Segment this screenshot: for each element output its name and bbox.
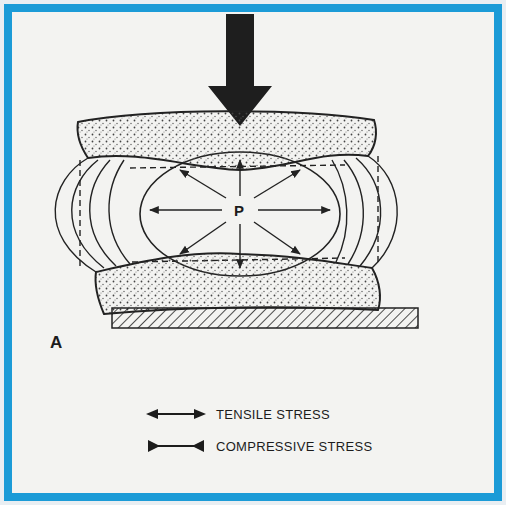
tensile-stress-symbol bbox=[146, 406, 206, 422]
pressure-arrows bbox=[150, 160, 330, 268]
lower-vertebra bbox=[95, 253, 380, 314]
legend-entry: COMPRESSIVE STRESS bbox=[146, 438, 372, 454]
upper-vertebra bbox=[77, 111, 376, 170]
compressive-stress-symbol bbox=[146, 438, 206, 454]
legend-text: COMPRESSIVE STRESS bbox=[216, 439, 372, 454]
legend-text: TENSILE STRESS bbox=[216, 407, 330, 422]
pressure-label: P bbox=[234, 203, 244, 218]
legend-entry: TENSILE STRESS bbox=[146, 406, 330, 422]
figure-letter: A bbox=[50, 334, 62, 351]
load-arrow bbox=[208, 14, 272, 126]
base-plate bbox=[112, 308, 418, 328]
